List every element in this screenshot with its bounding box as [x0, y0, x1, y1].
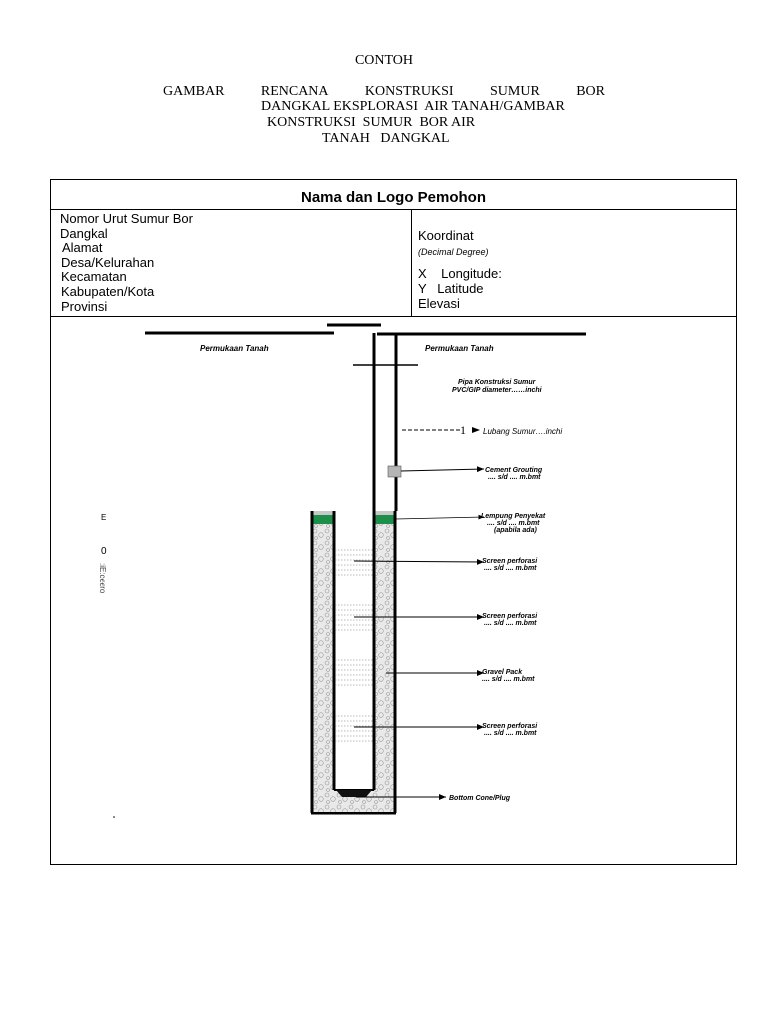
field-dangkal: Dangkal [60, 225, 108, 241]
divider [51, 316, 736, 317]
box-title: Nama dan Logo Pemohon [300, 189, 486, 206]
title-word: KONSTRUKSI [364, 84, 454, 99]
arrow-cement [400, 466, 485, 473]
label-pipa-1: Pipa Konstruksi Sumur [458, 379, 537, 386]
screen-zone-2 [335, 604, 373, 631]
label-cement-2: .... s/d .... m.bmt [488, 474, 541, 481]
title-line-4: TANAH DANGKAL [322, 131, 450, 146]
label-gravel-1: Gravel Pack [482, 669, 523, 676]
stray-dot [113, 816, 115, 818]
title-line-3: KONSTRUKSI SUMUR BOR AIR [267, 115, 476, 130]
grout-top-left [313, 511, 334, 515]
title-word: SUMUR [490, 84, 540, 99]
label-gravel-2: .... s/d .... m.bmt [482, 676, 535, 683]
gravel-pack-left [313, 524, 334, 812]
side-mark-e: E [101, 513, 106, 522]
label-pipa-2: PVC/GIP diameter……inchi [452, 387, 543, 394]
arrow-screen-1 [353, 558, 485, 565]
column-divider [411, 209, 412, 316]
title-word: BOR [576, 84, 605, 99]
label-screen-2b: .... s/d .... m.bmt [484, 620, 537, 627]
label-screen-1b: .... s/d .... m.bmt [484, 565, 537, 572]
label-permukaan-right: Permukaan Tanah [425, 344, 494, 353]
field-alamat: Alamat [62, 240, 103, 256]
label-lubang: Lubang Sumur….inchi [483, 427, 562, 436]
label-screen-3b: .... s/d .... m.bmt [484, 730, 537, 737]
field-elevasi: Elevasi [418, 296, 460, 311]
field-koordinat: Koordinat [418, 228, 474, 243]
side-mark-zero: 0 [101, 546, 107, 557]
title-line-2: DANGKAL EKSPLORASI AIR TANAH/GAMBAR [261, 99, 565, 114]
contoh-label: CONTOH [354, 53, 414, 68]
field-kabupaten: Kabupaten/Kota [61, 283, 155, 299]
label-screen-1a: Screen perforasi [482, 558, 538, 565]
label-lempung-2: .... s/d .... m.bmt [487, 520, 540, 527]
label-lubang-number: 1 [460, 423, 466, 437]
label-lempung-1: Lempung Penyekat [481, 513, 546, 520]
form-frame: Nama dan Logo Pemohon Nomor Urut Sumur B… [50, 179, 737, 865]
title-word: RENCANA [260, 84, 329, 99]
label-screen-3a: Screen perforasi [482, 723, 538, 730]
label-permukaan-left: Permukaan Tanah [200, 344, 269, 353]
field-kecamatan: Kecamatan [61, 269, 127, 285]
side-mark-scribble: :iE:cꞓꞓro [98, 563, 107, 594]
field-provinsi: Provinsi [61, 298, 108, 314]
cement-grout-marker [387, 465, 402, 478]
clay-seal-right [374, 515, 394, 524]
screen-zone-3 [335, 659, 373, 686]
label-screen-2a: Screen perforasi [482, 613, 538, 620]
title-line-1: GAMBAR RENCANA KONSTRUKSI SUMUR BOR [163, 84, 605, 100]
gravel-pack-right [374, 524, 394, 812]
field-nomor-urut: Nomor Urut Sumur Bor [60, 211, 193, 226]
coordinate-fields: Koordinat (Decimal Degree) X Longitude: … [418, 228, 502, 311]
field-decimal-degree: (Decimal Degree) [418, 247, 489, 257]
screen-zone-4 [335, 715, 373, 742]
screen-zone-1 [335, 549, 373, 576]
label-lempung-3: (apabila ada) [494, 527, 537, 534]
bottom-cone-plug [336, 790, 372, 797]
clay-seal-left [313, 515, 334, 524]
label-cement-1: Cement Grouting [485, 467, 543, 474]
arrow-lempung [395, 514, 485, 520]
grout-top-right [374, 511, 394, 515]
field-latitude: Y Latitude [418, 281, 484, 296]
field-longitude: X Longitude: [418, 266, 502, 281]
field-desa: Desa/Kelurahan [61, 254, 155, 270]
title-word: GAMBAR [163, 84, 225, 99]
divider [51, 209, 736, 210]
lubang-arrow-head [472, 427, 480, 433]
label-bottom: Bottom Cone/Plug [449, 795, 511, 802]
identity-fields: Nomor Urut Sumur Bor Dangkal Alamat Desa… [60, 211, 193, 314]
